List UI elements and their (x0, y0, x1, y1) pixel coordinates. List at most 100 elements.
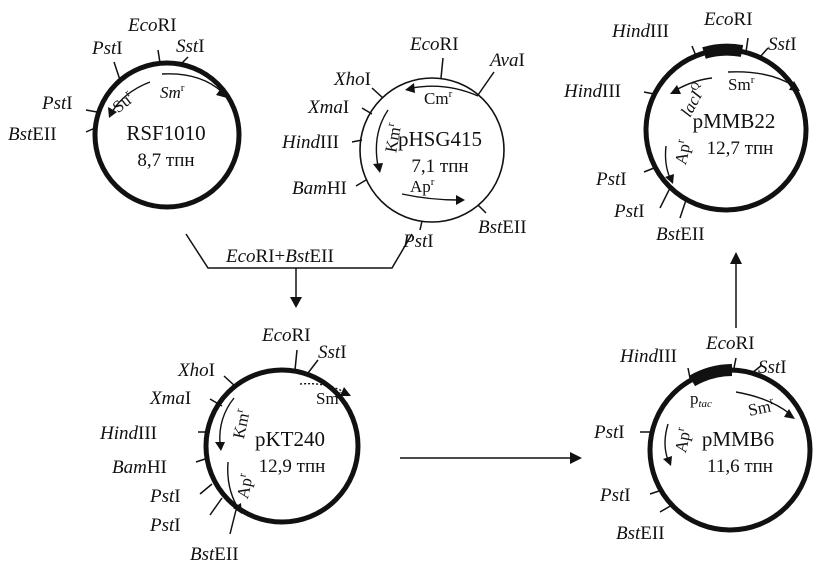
pmmb6-ecori-tick (733, 357, 737, 369)
pmmb6-psti-2-tick (649, 489, 663, 495)
pmmb22-laciq-arrowhead (670, 85, 681, 94)
rsf1010-psti-left-label: PstI (41, 93, 73, 114)
pmmb22-hindiii-top-tick (691, 45, 697, 57)
pkt240-bamhi-label: BamHI (112, 457, 167, 478)
rsf1010-bsteii-tick (85, 127, 96, 133)
pmmb6-ssti-label: SstI (758, 357, 787, 378)
phsg415-psti-label: PstI (402, 231, 434, 252)
pkt240-kmr-label: Kmr (228, 407, 254, 440)
pkt240-sms-arrowhead (340, 387, 351, 396)
digest-down-arrowhead (290, 297, 302, 308)
phsg415-kmr-label: Kmr (380, 121, 405, 154)
phsg415-cmr-label: Cmr (424, 88, 453, 108)
pkt240-sms-arrow (299, 382, 345, 393)
pkt240-kmr-arrow (219, 397, 235, 445)
rsf1010-smr-label: Smr (160, 82, 185, 102)
rsf1010-psti-left-tick (85, 109, 98, 113)
phsg415-apr-label: Apr (410, 176, 435, 196)
pmmb22-apr-arrow (664, 145, 671, 179)
pmmb22-ecori-label: EcoRI (703, 9, 753, 30)
pmmb22-ecori-tick (745, 37, 749, 53)
pmmb6-name: pMMB6 (702, 427, 774, 451)
pmmb6-smr-arrowhead (784, 409, 795, 419)
pkt240-apr-arrowhead (233, 503, 242, 514)
phsg415-psti-tick (419, 220, 423, 231)
phsg415-xhoi-label: XhoI (333, 69, 371, 90)
rsf1010-name: RSF1010 (126, 121, 205, 145)
phsg415-hindiii-tick (351, 139, 363, 143)
phsg415-avai-tick (477, 71, 495, 96)
pkt240-ecori-label: EcoRI (261, 325, 311, 346)
pkt240-ecori-tick (294, 349, 298, 371)
pmmb6-psti-1-label: PstI (593, 422, 625, 443)
pmmb6-bsteii-tick (659, 504, 673, 513)
pkt240-xhoi-label: XhoI (177, 360, 215, 381)
arrow-to-pmmb22 (730, 252, 742, 328)
phsg415-kmr-arrow (375, 109, 389, 167)
pkt240-xmai-tick (209, 398, 223, 407)
pkt240-psti-1-tick (199, 483, 213, 495)
rsf1010-psti-top-label: PstI (91, 38, 123, 59)
plasmid-pkt240: EcoRI SstI XhoI XmaI HindIII BamHI PstI … (99, 325, 361, 565)
pkt240-xhoi-tick (223, 375, 237, 388)
plasmid-phsg415: EcoRI AvaI XhoI XmaI HindIII BamHI PstI … (281, 34, 527, 252)
pmmb6-hindiii-label: HindIII (619, 346, 677, 367)
pmmb22-hindiii-left-label: HindIII (563, 81, 621, 102)
phsg415-apr-arrowhead (456, 195, 465, 205)
pmmb22-bsteii-label: BstEII (656, 224, 705, 245)
rsf1010-smr-arrow (161, 73, 223, 93)
rsf1010-ecori-tick (157, 49, 161, 64)
phsg415-kmr-arrowhead (373, 163, 383, 173)
digest-label: EcoRI+BstEII (225, 246, 334, 267)
pmmb22-psti-2-label: PstI (613, 201, 645, 222)
rsf1010-sur-arrow (111, 81, 151, 113)
pmmb22-smr-label: Smr (728, 74, 755, 94)
pkt240-kmr-arrowhead (215, 442, 225, 451)
phsg415-hindiii-label: HindIII (281, 132, 339, 153)
pmmb6-apr-arrowhead (663, 456, 672, 466)
rsf1010-ssti-tick (180, 56, 189, 65)
phsg415-size: 7,1 тпн (411, 156, 468, 177)
pmmb6-smr-arrow (735, 391, 791, 415)
pmmb6-size: 11,6 тпн (707, 456, 773, 477)
pkt240-hindiii-label: HindIII (99, 423, 157, 444)
pkt240-bamhi-tick (195, 457, 209, 463)
phsg415-cmr-arrow (411, 85, 479, 97)
rsf1010-ring (92, 60, 242, 210)
pmmb6-ecori-label: EcoRI (705, 333, 755, 354)
arrow-to-pmmb6-head (570, 452, 582, 464)
pmmb22-apr-label: Apr (670, 138, 695, 166)
phsg415-ecori-tick (440, 57, 444, 79)
phsg415-avai-label: AvaI (488, 50, 525, 71)
pmmb6-apr-label: Apr (670, 426, 695, 454)
arrow-to-pmmb22-head (730, 252, 742, 264)
rsf1010-psti-top-tick (113, 61, 121, 81)
pmmb6-insert-block (688, 364, 733, 387)
pmmb22-smr-arrow (727, 71, 795, 87)
pmmb22-psti-1-tick (643, 167, 655, 173)
pmmb22-ssti-label: SstI (768, 34, 797, 55)
pkt240-size: 12,9 тпн (259, 456, 326, 477)
pmmb22-insert-block (702, 43, 744, 59)
rsf1010-size: 8,7 тпн (137, 150, 194, 171)
pkt240-psti-2-tick (209, 497, 223, 516)
pkt240-sms-label: Sms (316, 388, 343, 408)
rsf1010-ssti-label: SstI (176, 36, 205, 57)
pkt240-apr-arrow (227, 461, 239, 509)
arrow-to-pmmb6 (400, 452, 582, 464)
pmmb6-smr-label: Smr (746, 395, 776, 420)
pmmb22-size: 12,7 тпн (707, 138, 774, 159)
rsf1010-sur-arrowhead (108, 107, 117, 118)
rsf1010-bsteii-label: BstEII (8, 124, 57, 145)
pmmb22-name: pMMB22 (693, 109, 776, 133)
pkt240-name: pKT240 (255, 427, 325, 451)
pkt240-ring (203, 367, 361, 525)
phsg415-ring (359, 77, 505, 223)
plasmid-rsf1010: EcoRI PstI SstI PstI BstEII Sur Smr RSF1… (8, 15, 242, 210)
phsg415-xhoi-tick (371, 87, 384, 99)
phsg415-ecori-label: EcoRI (409, 34, 459, 55)
pkt240-ssti-label: SstI (318, 342, 347, 363)
pkt240-psti-1-label: PstI (149, 486, 181, 507)
pmmb6-hindiii-tick (687, 367, 691, 379)
